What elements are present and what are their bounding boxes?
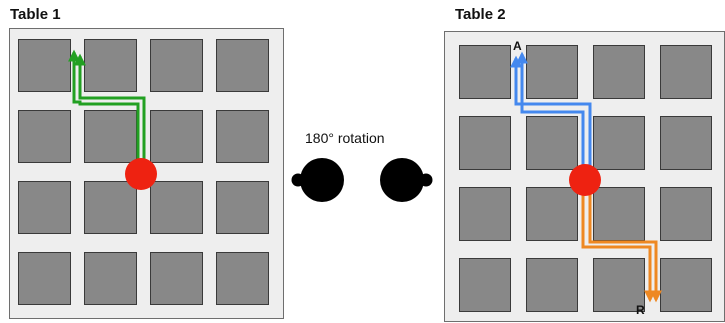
table2-cell-r2c4 bbox=[660, 116, 712, 170]
table2-cell-r1c2 bbox=[526, 45, 578, 99]
table1-path-arrow bbox=[68, 49, 140, 170]
table1-cell-r1c3 bbox=[150, 39, 203, 92]
table2-position-marker bbox=[569, 164, 601, 196]
table1-cell-r1c4 bbox=[216, 39, 269, 92]
table2-title: Table 2 bbox=[455, 6, 506, 23]
table1-cell-r4c2 bbox=[84, 252, 137, 305]
table1-cell-r1c2 bbox=[84, 39, 137, 92]
table2-cell-r2c2 bbox=[526, 116, 578, 170]
table1-cell-r2c4 bbox=[216, 110, 269, 163]
table1-cell-r3c1 bbox=[18, 181, 71, 234]
table2-path-arrow-blue bbox=[516, 51, 585, 178]
table2-cell-r1c3 bbox=[593, 45, 645, 99]
table2-path-arrow-orange bbox=[581, 182, 656, 303]
table2-cell-r3c1 bbox=[459, 187, 511, 241]
table1-path-arrow-inner bbox=[74, 53, 146, 170]
head-facing-left-icon bbox=[291, 158, 344, 202]
table1-cell-r2c3 bbox=[150, 110, 203, 163]
table2-cell-r1c4 bbox=[660, 45, 712, 99]
table2-cell-r4c3 bbox=[593, 258, 645, 312]
table1-cell-r3c3 bbox=[150, 181, 203, 234]
table2-panel bbox=[444, 31, 725, 322]
table2-cell-r4c2 bbox=[526, 258, 578, 312]
table1-cell-r1c1 bbox=[18, 39, 71, 92]
table1-cell-r3c4 bbox=[216, 181, 269, 234]
table2-cell-r4c4 bbox=[660, 258, 712, 312]
table2-path-arrow-orange-inner bbox=[588, 182, 662, 303]
table1-title: Table 1 bbox=[10, 6, 61, 23]
table2-cell-r1c1 bbox=[459, 45, 511, 99]
table2-cell-r4c1 bbox=[459, 258, 511, 312]
rotation-label: 180° rotation bbox=[305, 130, 385, 146]
table1-cell-r4c3 bbox=[150, 252, 203, 305]
table2-cell-r2c1 bbox=[459, 116, 511, 170]
table1-cell-r4c4 bbox=[216, 252, 269, 305]
table1-position-marker bbox=[125, 158, 157, 190]
table1-cell-r2c2 bbox=[84, 110, 137, 163]
table2-cell-r3c4 bbox=[660, 187, 712, 241]
table2-label-r: R bbox=[636, 303, 645, 317]
table1-panel bbox=[9, 28, 284, 319]
table1-cell-r3c2 bbox=[84, 181, 137, 234]
table2-cell-r2c3 bbox=[593, 116, 645, 170]
table1-cell-r2c1 bbox=[18, 110, 71, 163]
table1-cell-r4c1 bbox=[18, 252, 71, 305]
table2-label-a: A bbox=[513, 39, 522, 53]
table2-cell-r3c2 bbox=[526, 187, 578, 241]
head-facing-right-icon bbox=[380, 158, 433, 202]
table2-path-arrow-blue-inner bbox=[510, 55, 592, 178]
